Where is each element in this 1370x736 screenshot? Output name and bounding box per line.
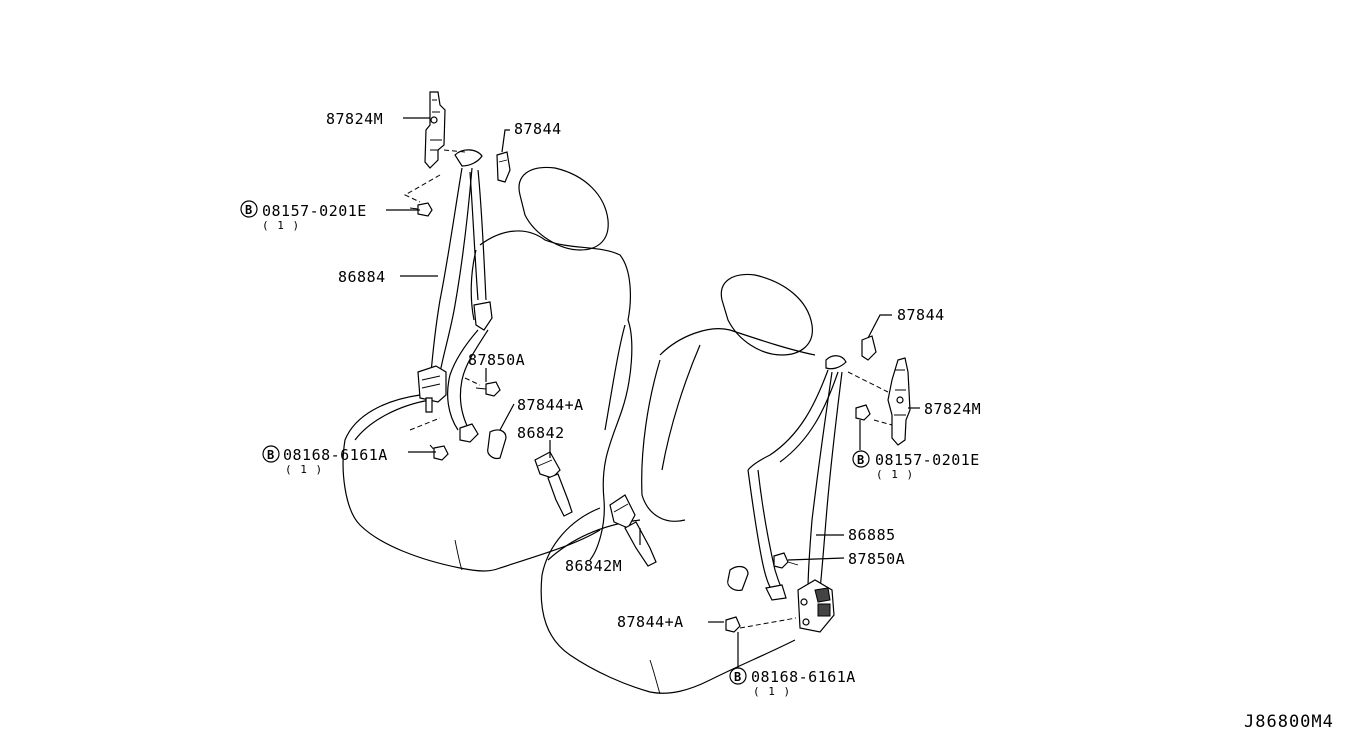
left-seat (342, 166, 633, 572)
label-left-bolt-upper: 08157-0201E (262, 202, 367, 220)
label-left-bolt-lower: 08168-6161A (283, 446, 388, 464)
label-right-bolt-lower-qty: ( 1 ) (753, 685, 791, 698)
label-left-bolt-upper-qty: ( 1 ) (262, 219, 300, 232)
label-right-bolt-upper: 08157-0201E (875, 451, 980, 469)
svg-text:B: B (267, 448, 274, 462)
left-belt-assembly (403, 91, 573, 517)
svg-text:B: B (857, 453, 864, 467)
label-left-cover-lower: 87844+A (517, 396, 584, 414)
label-right-bolt-upper-qty: ( 1 ) (876, 468, 914, 481)
right-belt-assembly (609, 335, 911, 633)
svg-text:B: B (245, 203, 252, 217)
label-left-belt: 86884 (338, 268, 386, 286)
leader-lines (386, 117, 920, 668)
label-right-anchor-bracket: 87824M (924, 400, 981, 418)
label-left-cover-top: 87844 (514, 120, 562, 138)
label-left-bolt-lower-qty: ( 1 ) (285, 463, 323, 476)
svg-text:B: B (734, 670, 741, 684)
label-right-cover-top: 87844 (897, 306, 945, 324)
label-right-cover-lower: 87844+A (617, 613, 684, 631)
label-right-bolt-mid: 87850A (848, 550, 905, 568)
label-left-bolt-mid: 87850A (468, 351, 525, 369)
right-seat (540, 273, 816, 695)
right-bolt-mid-icon (773, 552, 799, 569)
right-bolt-upper-icon (855, 404, 871, 421)
left-bolt-upper-icon (409, 202, 433, 217)
label-right-buckle: 86842M (565, 557, 622, 575)
right-retractor-icon (797, 579, 835, 633)
bolt-marker-right-lower: B (729, 667, 747, 685)
bolt-marker-right-upper: B (852, 450, 870, 468)
bolt-marker-left-lower: B (262, 445, 280, 463)
left-buckle-icon (534, 451, 573, 517)
label-left-anchor-bracket: 87824M (326, 110, 383, 128)
diagram-code: J86800M4 (1244, 712, 1334, 732)
label-left-buckle: 86842 (517, 424, 565, 442)
label-right-belt: 86885 (848, 526, 896, 544)
left-bolt-mid-icon (475, 381, 501, 397)
callout-labels: 87824M 87844 B 08157-0201E ( 1 ) 86884 8… (240, 110, 1334, 732)
right-buckle-icon (609, 494, 657, 567)
left-bolt-lower-icon (433, 445, 449, 461)
bolt-marker-left-upper: B (240, 200, 258, 218)
label-right-bolt-lower: 08168-6161A (751, 668, 856, 686)
right-bolt-lower-icon (725, 616, 741, 633)
